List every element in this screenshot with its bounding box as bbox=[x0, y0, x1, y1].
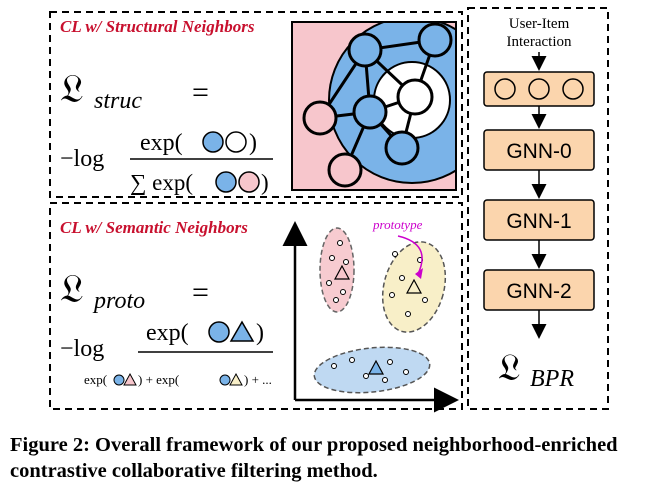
semantic-panel bbox=[49, 202, 463, 410]
graph-node bbox=[302, 100, 338, 136]
structural-graph bbox=[291, 21, 457, 191]
struc-num-close: ) bbox=[249, 130, 257, 156]
blue-node-icon bbox=[208, 321, 230, 343]
prototype-label: prototype bbox=[372, 217, 423, 232]
graph-node-center bbox=[396, 78, 434, 116]
blue-node-icon bbox=[113, 374, 125, 386]
proto-denominator: exp( ) + exp( ) + ... bbox=[84, 372, 272, 387]
struc-num-text: exp( bbox=[140, 130, 183, 156]
struc-denominator: ∑ exp( ) bbox=[130, 170, 269, 195]
prototype-blue bbox=[367, 359, 385, 375]
gnn-0-label: GNN-0 bbox=[506, 140, 571, 163]
gnn-1-label: GNN-1 bbox=[506, 210, 571, 233]
pink-prototype-icon bbox=[123, 372, 137, 386]
proto-den-b: ) + exp( bbox=[138, 372, 179, 387]
framework-diagram: CL w/ Structural Neighbors 𝔏 struc = −lo… bbox=[49, 7, 609, 413]
proto-equals: = bbox=[192, 276, 209, 309]
figure-caption: Figure 2: Overall framework of our propo… bbox=[10, 434, 618, 482]
struc-loss-label: 𝔏 struc = bbox=[60, 66, 209, 114]
graph-node bbox=[384, 130, 420, 166]
semantic-title: CL w/ Semantic Neighbors bbox=[60, 218, 248, 237]
structural-title: CL w/ Structural Neighbors bbox=[60, 17, 255, 36]
proto-loss-symbol: 𝔏 bbox=[60, 266, 84, 312]
struc-den-close: ) bbox=[261, 170, 269, 195]
input-label-line2: Interaction bbox=[507, 34, 572, 50]
proto-num-text: exp( bbox=[146, 320, 189, 346]
embedding-node-icon bbox=[562, 78, 584, 100]
struc-equals: = bbox=[192, 76, 209, 109]
gnn-2-label: GNN-2 bbox=[506, 280, 571, 303]
struc-neg-log: −log bbox=[60, 146, 104, 172]
proto-loss-subscript: proto bbox=[92, 288, 145, 314]
bpr-loss-subscript: BPR bbox=[530, 366, 574, 392]
struc-loss-symbol: 𝔏 bbox=[60, 66, 84, 112]
pipeline-panel bbox=[467, 7, 609, 410]
proto-den-c: ) + ... bbox=[244, 372, 272, 387]
struc-loss-subscript: struc bbox=[94, 88, 142, 114]
graph-node bbox=[417, 22, 453, 58]
proto-neg-log: −log bbox=[60, 336, 104, 362]
prototype-yellow bbox=[405, 278, 423, 294]
semantic-scatter: prototype bbox=[282, 217, 459, 413]
input-label-line1: User-Item bbox=[509, 16, 570, 32]
structural-panel bbox=[49, 11, 463, 198]
pink-node-icon bbox=[238, 171, 260, 193]
graph-node bbox=[352, 94, 388, 130]
blue-prototype-icon bbox=[229, 320, 255, 342]
pipeline: User-Item Interaction GNN-0 GNN-1 GNN-2 … bbox=[483, 16, 595, 392]
prototype-pointer bbox=[397, 235, 423, 275]
prototype-pink bbox=[333, 264, 351, 280]
struc-numerator: exp( ) bbox=[140, 130, 257, 156]
proto-den-a: exp( bbox=[84, 372, 107, 387]
struc-den-text: ∑ exp( bbox=[130, 170, 193, 195]
proto-loss-label: 𝔏 proto = bbox=[60, 266, 209, 314]
blue-node-icon bbox=[215, 171, 237, 193]
graph-node bbox=[347, 32, 383, 68]
bpr-loss-symbol: 𝔏 bbox=[498, 345, 521, 389]
proto-num-close: ) bbox=[256, 320, 264, 346]
blue-node-icon bbox=[219, 374, 231, 386]
proto-numerator: exp( ) bbox=[146, 320, 264, 346]
embedding-node-icon bbox=[528, 78, 550, 100]
graph-node bbox=[327, 152, 363, 188]
blue-node-icon bbox=[202, 131, 224, 153]
white-node-icon bbox=[225, 131, 247, 153]
yellow-prototype-icon bbox=[229, 372, 243, 386]
embedding-node-icon bbox=[494, 78, 516, 100]
